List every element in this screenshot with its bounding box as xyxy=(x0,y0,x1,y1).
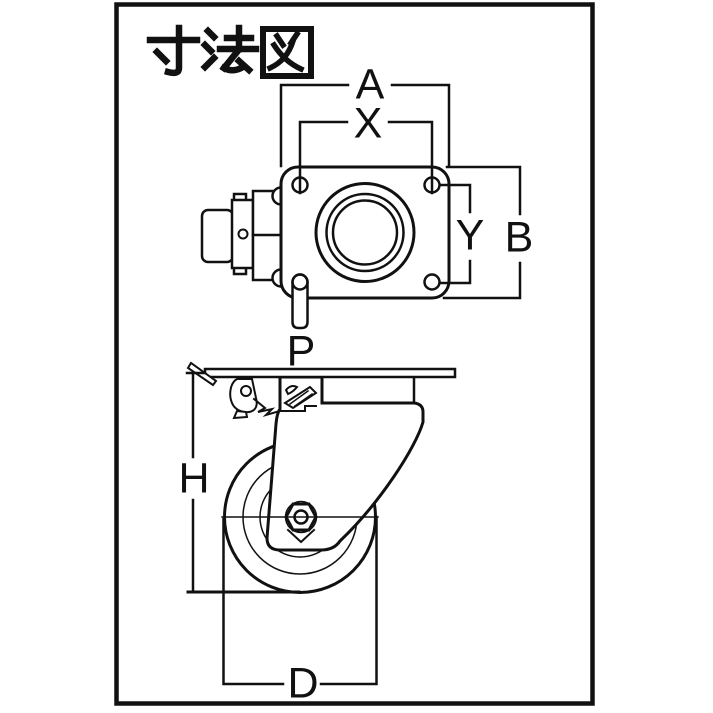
title-kanji-strokes xyxy=(146,24,314,79)
mounting-plate xyxy=(279,165,451,300)
brake-spring xyxy=(252,397,282,418)
brake-mechanism xyxy=(186,361,318,420)
dim-label-p: P xyxy=(286,327,316,376)
dim-label-d: D xyxy=(287,659,319,708)
bolt-slot xyxy=(291,273,309,330)
brake-housing-step xyxy=(279,405,317,412)
dimension-line-D xyxy=(222,515,378,686)
dim-label-h: H xyxy=(178,454,210,503)
dimension-line-A xyxy=(279,83,451,168)
dimension-line-H xyxy=(185,371,301,594)
dimension-line-Y xyxy=(438,183,472,285)
dimension-lines-top xyxy=(279,83,522,300)
swivel-ring xyxy=(314,182,416,283)
top-view xyxy=(200,83,522,330)
dim-label-b: B xyxy=(504,213,534,262)
dimension-line-B xyxy=(442,165,522,300)
dim-label-y: Y xyxy=(455,211,485,260)
frame-border xyxy=(114,2,595,706)
side-view xyxy=(185,361,457,686)
diagram-title: 寸法図 xyxy=(142,24,322,82)
bolt-hole xyxy=(291,273,309,291)
dimension-line-X xyxy=(298,120,434,195)
dim-label-a: A xyxy=(355,60,385,109)
dim-label-x: X xyxy=(353,99,383,148)
brake-pedal-top xyxy=(200,186,291,288)
mounting-plate-side xyxy=(203,367,457,379)
fork-notch xyxy=(286,528,316,544)
bolt-hole xyxy=(423,273,441,291)
